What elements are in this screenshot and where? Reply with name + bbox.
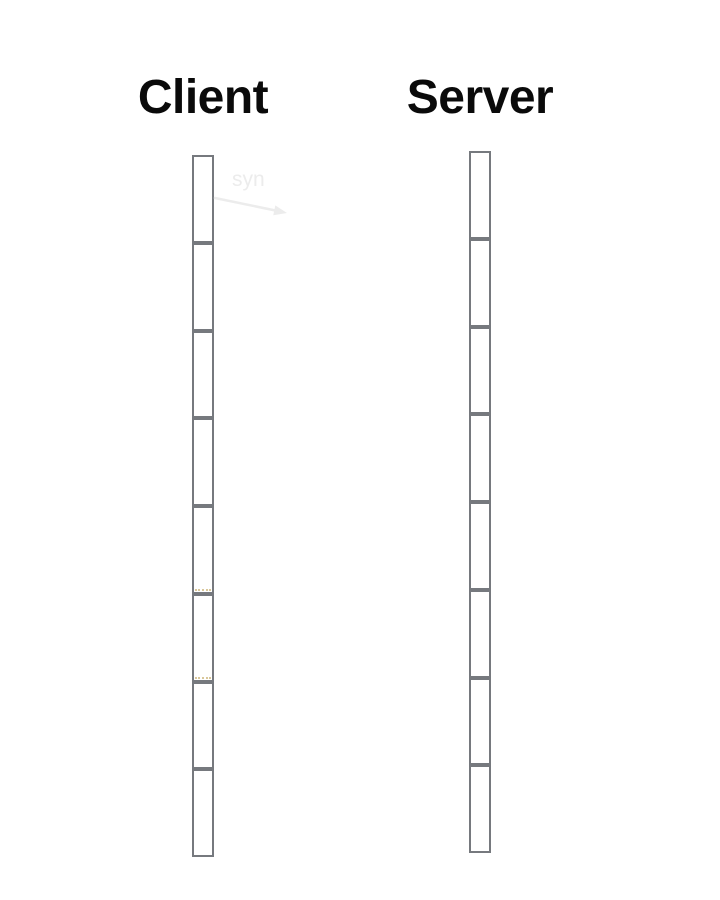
lifeline-segment — [192, 242, 214, 331]
syn-message-label: syn — [232, 168, 265, 191]
lifeline-segment — [192, 769, 214, 857]
actor-title-server: Server — [406, 71, 554, 124]
lifeline-segment — [469, 502, 491, 590]
server-lifeline — [469, 151, 491, 853]
lifeline-segment — [192, 418, 214, 506]
lifeline-segment — [192, 155, 214, 243]
lifeline-segment — [192, 681, 214, 770]
lifeline-segment — [192, 506, 214, 594]
lifeline-segment — [469, 677, 491, 766]
lifeline-segment — [192, 330, 214, 419]
lifeline-segment — [469, 589, 491, 678]
syn-arrow-icon — [213, 196, 287, 216]
segment-dot-hint — [195, 676, 211, 679]
lifeline-segment — [469, 414, 491, 502]
actor-title-client: Client — [137, 71, 269, 124]
lifeline-segment — [469, 238, 491, 327]
segment-dot-hint — [195, 588, 211, 591]
syn-message: syn — [205, 166, 315, 226]
lifeline-segment — [469, 765, 491, 853]
lifeline-segment — [469, 326, 491, 415]
lifeline-segment — [192, 593, 214, 682]
lifeline-segment — [469, 151, 491, 239]
client-lifeline — [192, 155, 214, 857]
